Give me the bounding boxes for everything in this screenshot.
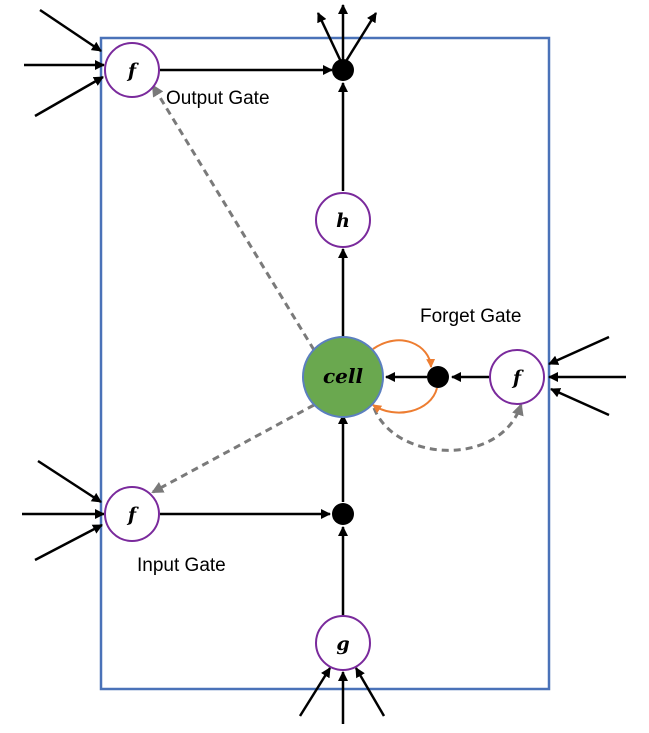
output-gate-label: Output Gate [166,88,270,109]
h-node: h [315,192,371,248]
output-gate-node: f [104,42,160,98]
cell-to-forget-gate-peephole [372,403,524,452]
forget-multiply-dot [427,366,449,388]
input-gate-node: f [104,486,160,542]
h-label: h [336,210,350,232]
forget-gate-function-label: f [511,367,524,389]
g-label: g [336,633,349,655]
forget-gate-node: f [489,349,545,405]
forget-gate-inputs [548,335,626,417]
input-gate-inputs [22,459,105,562]
output-multiply-dot [332,59,354,81]
g-node: g [315,615,371,671]
input-gate-label: Input Gate [137,555,226,576]
peephole-connections [151,84,524,494]
cell-recurrent-loop [372,339,438,414]
cell-node: cell [302,336,384,418]
block-outputs [316,4,378,67]
forget-gate-label: Forget Gate [420,306,521,327]
cell-label: cell [323,364,364,388]
cell-to-input-gate-peephole [151,403,315,494]
input-multiply-dot [332,503,354,525]
cell-to-output-gate-peephole [151,84,316,351]
internal-connections [160,65,489,615]
output-gate-function-label: f [126,60,139,82]
g-inputs [298,667,386,724]
output-gate-inputs [24,8,105,118]
input-gate-function-label: f [126,504,139,526]
